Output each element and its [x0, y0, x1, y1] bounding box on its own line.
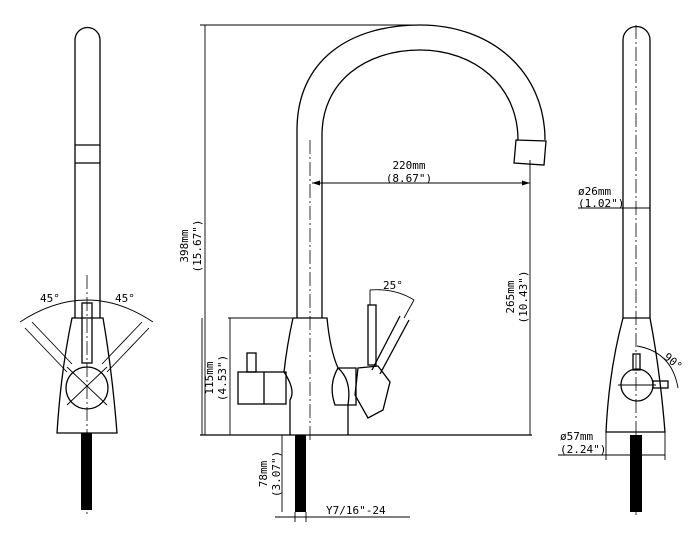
angle-left-label: 45°	[40, 292, 60, 305]
left-handle-pin	[246, 352, 257, 373]
tube-diameter-label: ø26mm	[578, 185, 611, 198]
rotation-arc	[636, 345, 679, 389]
side-shank	[630, 435, 642, 512]
side-body	[605, 317, 666, 433]
front-view: 25° 398mm (15.67") 220mm (8.67") 265mm (…	[178, 24, 547, 522]
tube-diameter-in-label: (1.02")	[578, 197, 624, 210]
mixer-cartridge	[354, 365, 391, 419]
side-lever-rotated	[652, 380, 669, 389]
side-lever	[632, 353, 641, 371]
body-height-in-label: (4.53")	[216, 355, 229, 401]
spout-height-in-label: (10.43")	[517, 271, 530, 324]
left-body	[56, 317, 118, 434]
faucet-body	[283, 317, 350, 435]
left-shank	[81, 433, 92, 510]
height-total-label: 398mm	[178, 229, 191, 262]
reach-label: 220mm	[392, 159, 425, 172]
left-view: 45° 45°	[19, 26, 154, 515]
lever-angle-arc	[369, 289, 415, 301]
side-view: 90° ø26mm (1.02") ø57mm (2.24")	[558, 25, 685, 515]
left-handle	[237, 371, 287, 405]
body-height-label: 115mm	[203, 361, 216, 394]
reach-in-label: (8.67")	[386, 172, 432, 185]
base-diameter-in-label: (2.24")	[560, 443, 606, 456]
height-total-in-label: (15.67")	[191, 220, 204, 273]
base-diameter-label: ø57mm	[560, 430, 593, 443]
spout-inner	[321, 49, 519, 318]
shank-length-in-label: (3.07")	[270, 451, 283, 497]
mixer-lever	[367, 304, 377, 366]
left-spout-tube	[74, 26, 101, 318]
rotation-angle-label: 90°	[661, 350, 685, 373]
thread-label: Y7/16"-24	[326, 504, 386, 517]
side-spout-tube	[622, 25, 651, 318]
angle-right-label: 45°	[115, 292, 135, 305]
aerator	[513, 139, 547, 166]
lever-angle-label: 25°	[383, 279, 403, 292]
spout-height-label: 265mm	[504, 280, 517, 313]
left-angle-arc	[19, 299, 154, 323]
shank-length-label: 78mm	[257, 460, 270, 487]
front-shank	[295, 435, 306, 512]
mixer-hub	[331, 367, 357, 406]
